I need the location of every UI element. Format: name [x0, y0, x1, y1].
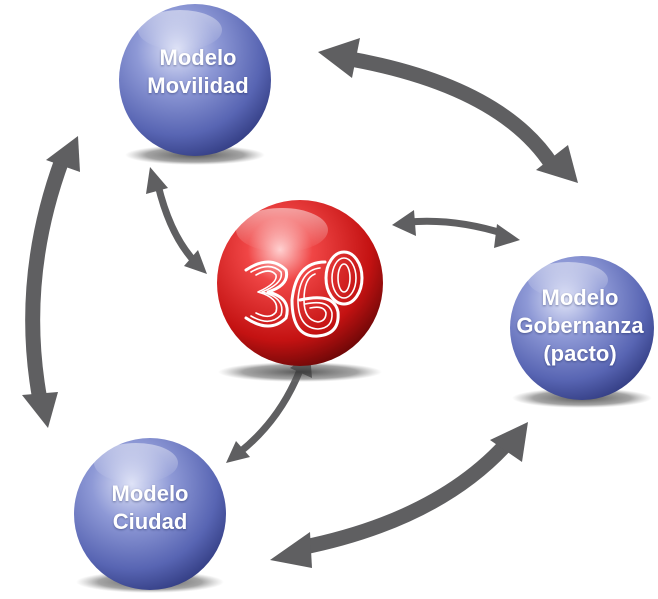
360-logo-icon [244, 250, 364, 338]
sphere-ciudad [74, 438, 226, 590]
arrow-ciudad-gobernanza [270, 422, 528, 568]
sphere-movilidad [119, 4, 271, 156]
sphere-center [217, 200, 383, 366]
arrow-center-gobernanza [392, 210, 520, 248]
arrow-movilidad-gobernanza [318, 38, 578, 183]
arrow-movilidad-ciudad [22, 136, 80, 428]
arrow-center-movilidad [146, 167, 207, 274]
shadow-center [218, 362, 382, 382]
sphere-gobernanza [510, 256, 654, 400]
